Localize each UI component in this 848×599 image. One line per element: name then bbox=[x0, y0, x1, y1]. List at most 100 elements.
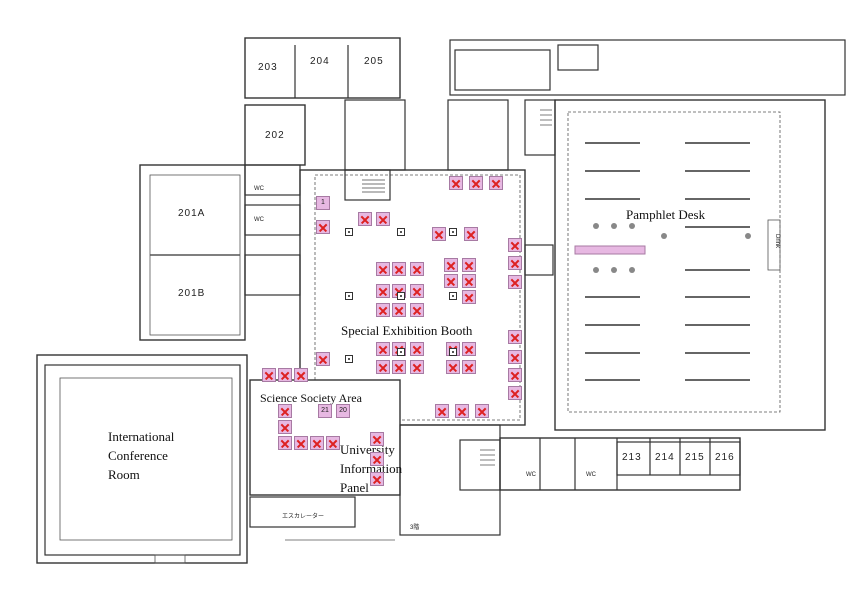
exhibition-booth bbox=[435, 404, 449, 418]
exhibition-booth bbox=[326, 436, 340, 450]
exhibition-booth bbox=[410, 262, 424, 276]
exhibition-booth bbox=[462, 274, 476, 288]
special-exhibition-label: Special Exhibition Booth bbox=[341, 323, 473, 338]
room-214-label: 214 bbox=[655, 452, 675, 463]
exhibition-booth bbox=[278, 420, 292, 434]
exhibition-booth bbox=[449, 176, 463, 190]
pamphlet-hall-walls bbox=[554, 99, 826, 431]
intl-conf-line1: International bbox=[108, 429, 175, 444]
exhibition-booth bbox=[310, 436, 324, 450]
exhibition-booth bbox=[392, 262, 406, 276]
univ-info-line2: Information bbox=[340, 461, 403, 476]
exhibition-booth bbox=[410, 303, 424, 317]
exhibition-booth bbox=[462, 360, 476, 374]
room-203-label: 203 bbox=[258, 62, 278, 73]
exhibition-booth bbox=[508, 368, 522, 382]
exhibition-booth bbox=[294, 368, 308, 382]
pillar bbox=[345, 292, 353, 300]
exhibition-booth bbox=[376, 212, 390, 226]
exhibition-booth bbox=[376, 262, 390, 276]
exhibition-booth: 21 bbox=[318, 404, 332, 418]
wc-label-3: WC bbox=[526, 472, 536, 478]
pamphlet-desk-label: Pamphlet Desk bbox=[626, 207, 706, 222]
exhibition-booth bbox=[410, 284, 424, 298]
escalator-label: エスカレーター bbox=[282, 514, 325, 520]
exhibition-booth bbox=[278, 436, 292, 450]
intl-conf-line3: Room bbox=[108, 467, 140, 482]
exhibition-booth bbox=[475, 404, 489, 418]
exhibition-booth bbox=[462, 290, 476, 304]
exhibition-booth bbox=[376, 360, 390, 374]
exhibition-booth bbox=[278, 404, 292, 418]
exhibition-booth bbox=[262, 368, 276, 382]
rooms-213-216-walls bbox=[499, 437, 741, 491]
exhibition-booth bbox=[464, 227, 478, 241]
room-201a-label: 201A bbox=[178, 208, 206, 219]
exhibition-booth bbox=[278, 368, 292, 382]
room-202-label: 202 bbox=[265, 130, 285, 141]
pamphlet-desk bbox=[574, 245, 646, 255]
exhibition-booth bbox=[432, 227, 446, 241]
room-201b-label: 201B bbox=[178, 288, 206, 299]
exhibition-booth bbox=[444, 274, 458, 288]
exhibition-booth bbox=[376, 284, 390, 298]
univ-info-line3: Panel bbox=[340, 480, 369, 495]
room-216-label: 216 bbox=[715, 452, 735, 463]
exhibition-booth bbox=[392, 360, 406, 374]
pillar bbox=[345, 355, 353, 363]
intl-conf-line2: Conference bbox=[108, 448, 168, 463]
pillar bbox=[449, 348, 457, 356]
exhibition-booth bbox=[294, 436, 308, 450]
exhibition-booth bbox=[469, 176, 483, 190]
exhibition-booth bbox=[508, 238, 522, 252]
exhibition-booth bbox=[370, 432, 384, 446]
exhibition-booth bbox=[446, 360, 460, 374]
exhibition-booth bbox=[370, 452, 384, 466]
exhibition-booth: 20 bbox=[336, 404, 350, 418]
hall-columns bbox=[593, 223, 751, 273]
exhibition-booth bbox=[358, 212, 372, 226]
exhibition-booth bbox=[508, 350, 522, 364]
rooms-202-205-walls bbox=[244, 37, 401, 166]
univ-info-line1: University bbox=[340, 442, 395, 457]
exhibition-booth bbox=[370, 472, 384, 486]
pillar bbox=[449, 292, 457, 300]
exhibition-booth bbox=[392, 303, 406, 317]
wc-label-1: WC bbox=[254, 186, 264, 192]
room-205-label: 205 bbox=[364, 56, 384, 67]
exhibition-booth bbox=[508, 330, 522, 344]
pillar bbox=[449, 228, 457, 236]
international-conference-room-walls bbox=[36, 354, 248, 564]
wc-label-2: WC bbox=[254, 217, 264, 223]
exhibition-booth bbox=[462, 258, 476, 272]
exhibition-booth bbox=[508, 275, 522, 289]
exhibition-booth: 1 bbox=[316, 196, 330, 210]
exhibition-booth bbox=[410, 342, 424, 356]
science-society-label: Science Society Area bbox=[260, 391, 362, 405]
exhibition-booth bbox=[508, 386, 522, 400]
room-213-label: 213 bbox=[622, 452, 642, 463]
floor-3-label: 3階 bbox=[410, 525, 420, 531]
pillar bbox=[397, 348, 405, 356]
service-room-walls bbox=[244, 99, 556, 491]
exhibition-booth bbox=[316, 220, 330, 234]
pillar bbox=[397, 228, 405, 236]
pillar bbox=[397, 292, 405, 300]
stairs bbox=[362, 109, 552, 466]
pamphlet-hall-tables bbox=[585, 142, 750, 381]
wc-label-4: WC bbox=[586, 472, 596, 478]
exhibition-booth bbox=[508, 256, 522, 270]
room-204-label: 204 bbox=[310, 56, 330, 67]
drink-label: Drink bbox=[774, 233, 781, 249]
room-201-walls bbox=[139, 164, 246, 341]
exhibition-booth bbox=[444, 258, 458, 272]
exhibition-booth bbox=[376, 342, 390, 356]
exhibition-booth bbox=[376, 303, 390, 317]
exhibition-booth bbox=[489, 176, 503, 190]
exhibition-booth bbox=[455, 404, 469, 418]
room-215-label: 215 bbox=[685, 452, 705, 463]
pillar bbox=[345, 228, 353, 236]
exhibition-booth bbox=[410, 360, 424, 374]
exhibition-booth bbox=[462, 342, 476, 356]
